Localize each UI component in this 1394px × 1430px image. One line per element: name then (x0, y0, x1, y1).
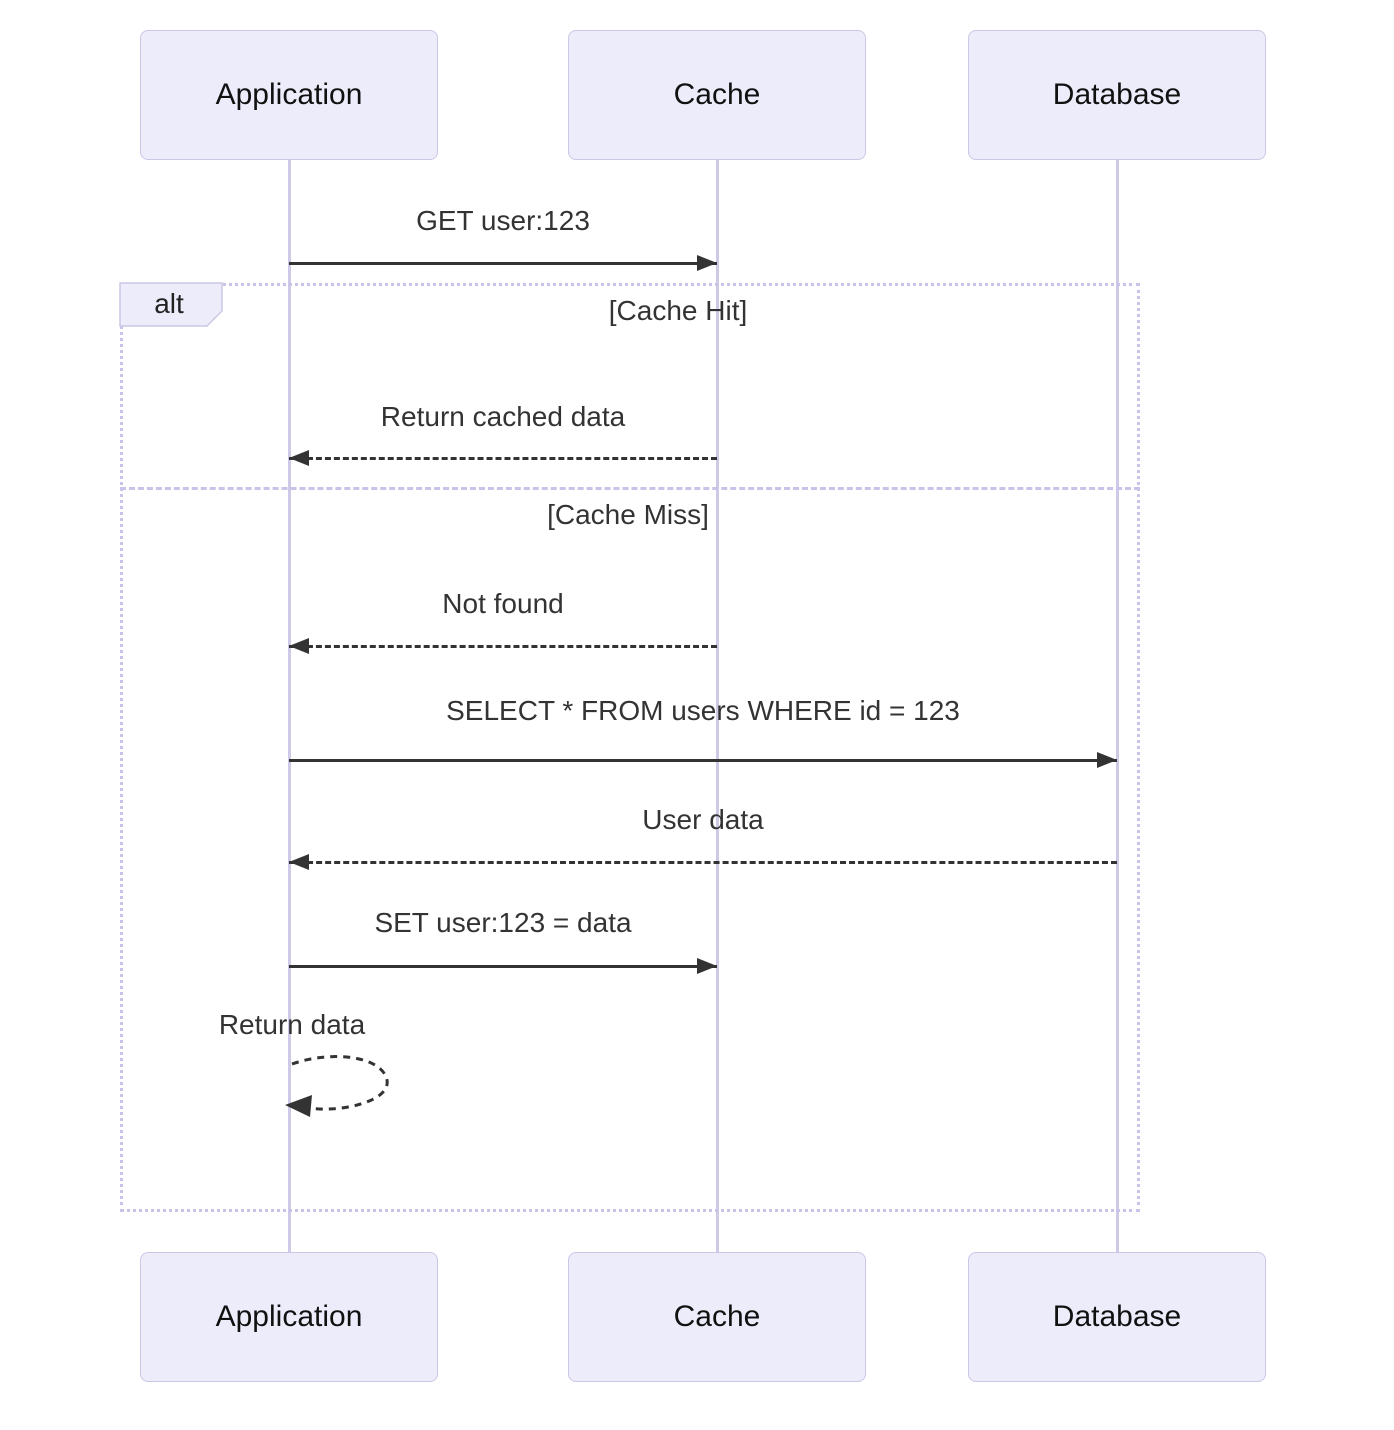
alt-section-divider (120, 487, 1140, 490)
message-label-user-data: User data (642, 804, 764, 835)
message-line-user-data (289, 854, 1117, 870)
arrowhead-right-icon (697, 255, 717, 271)
message-line-set-user (289, 958, 717, 974)
actor-label: Cache (673, 1300, 761, 1333)
actor-application-top: Application (140, 30, 438, 160)
message-label-return-data: Return data (218, 1009, 366, 1040)
message-label-set-user: SET user:123 = data (374, 907, 632, 938)
guard-cache-miss: [Cache Miss] (547, 499, 709, 530)
message-label-return-cached: Return cached data (380, 401, 626, 432)
message-label-select-query: SELECT * FROM users WHERE id = 123 (446, 695, 960, 726)
arrowhead-right-icon (697, 958, 717, 974)
arrowhead-right-icon (1097, 752, 1117, 768)
actor-label: Cache (673, 78, 761, 111)
message-label-not-found: Not found (442, 588, 564, 619)
message-line-get-user (289, 255, 717, 271)
actor-database-bottom: Database (968, 1252, 1266, 1382)
lifeline-cache (715, 160, 719, 1252)
alt-label-box (119, 282, 223, 327)
alt-label: alt (154, 288, 184, 319)
guard-cache-hit: [Cache Hit] (608, 295, 748, 326)
message-line-not-found (289, 638, 717, 654)
arrowhead-left-icon (289, 854, 309, 870)
arrowhead-left-icon (285, 1095, 312, 1117)
arrowhead-left-icon (289, 450, 309, 466)
message-label-get-user: GET user:123 (416, 205, 590, 236)
arrowhead-left-icon (289, 638, 309, 654)
message-line-select-query (289, 752, 1117, 768)
actor-label: Application (215, 1300, 363, 1333)
self-message-loop (285, 1055, 389, 1117)
actor-label: Database (1052, 78, 1182, 111)
message-line-return-cached (289, 450, 717, 466)
actor-database-top: Database (968, 30, 1266, 160)
actor-label: Database (1052, 1300, 1182, 1333)
actor-application-bottom: Application (140, 1252, 438, 1382)
lifeline-database (1115, 160, 1119, 1252)
lifeline-application (287, 160, 291, 1252)
actor-label: Application (215, 78, 363, 111)
actor-cache-bottom: Cache (568, 1252, 866, 1382)
actor-cache-top: Cache (568, 30, 866, 160)
alt-frame (120, 283, 1140, 1212)
